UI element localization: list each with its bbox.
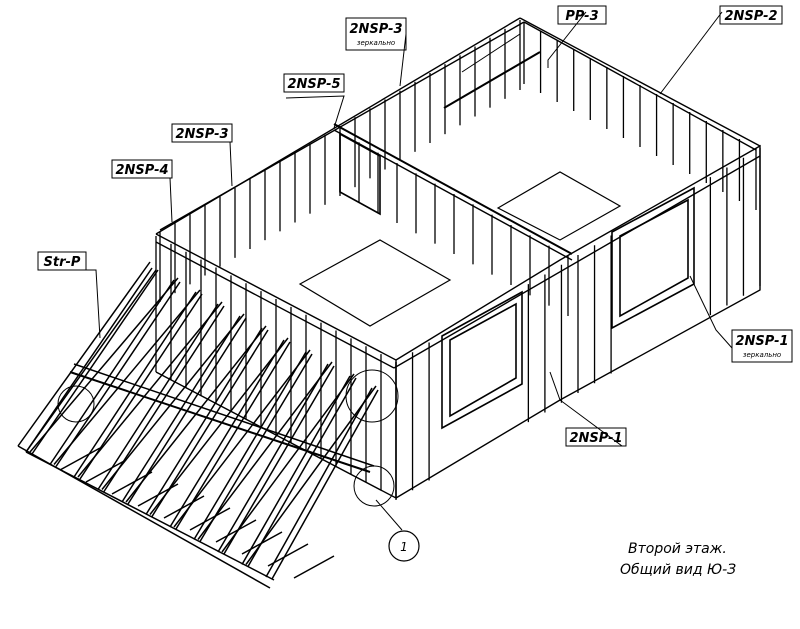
callout-2nsp5-text: 2NSP-5 [287, 77, 340, 92]
caption-line-1: Второй этаж. [628, 541, 727, 557]
callout-2nsp3: 2NSP-3 [171, 123, 233, 143]
callout-2nsp5: 2NSP-5 [283, 73, 345, 93]
callout-2nsp3-mirrored-text: 2NSP-3 [349, 22, 402, 37]
roof-trusses [17, 261, 379, 589]
callout-2nsp3-mirrored-sub: зеркально [357, 39, 395, 47]
callout-2nsp4: 2NSP-4 [111, 159, 173, 179]
callout-2nsp3-text: 2NSP-3 [175, 127, 228, 142]
callout-pp3: PP-3 [557, 5, 607, 25]
caption-line-2: Общий вид Ю-З [620, 562, 736, 578]
callout-2nsp2: 2NSP-2 [719, 5, 783, 25]
callout-strp: Str-P [37, 251, 87, 271]
detail-circles [57, 369, 399, 507]
callout-strp-text: Str-P [44, 255, 81, 270]
detail-marker: 1 [388, 530, 420, 562]
detail-marker-number: 1 [400, 540, 408, 554]
callout-2nsp1-mirrored: 2NSP-1 зеркально [731, 329, 793, 363]
wall-studs [155, 20, 761, 500]
callout-2nsp4-text: 2NSP-4 [115, 163, 168, 178]
callout-2nsp1-mirrored-sub: зеркально [743, 351, 781, 359]
callout-2nsp2-text: 2NSP-2 [724, 9, 777, 24]
callout-labels: 2NSP-3 зеркально PP-3 2NSP-2 2NSP-5 2NSP… [37, 5, 793, 447]
callout-2nsp1-mirrored-text: 2NSP-1 [735, 334, 788, 349]
drawing-caption: Второй этаж. Общий вид Ю-З [620, 541, 736, 578]
callout-2nsp3-mirrored: 2NSP-3 зеркально [345, 17, 407, 51]
callout-2nsp1: 2NSP-1 [565, 427, 627, 447]
callout-2nsp1-text: 2NSP-1 [569, 431, 622, 446]
callout-pp3-text: PP-3 [565, 9, 598, 24]
